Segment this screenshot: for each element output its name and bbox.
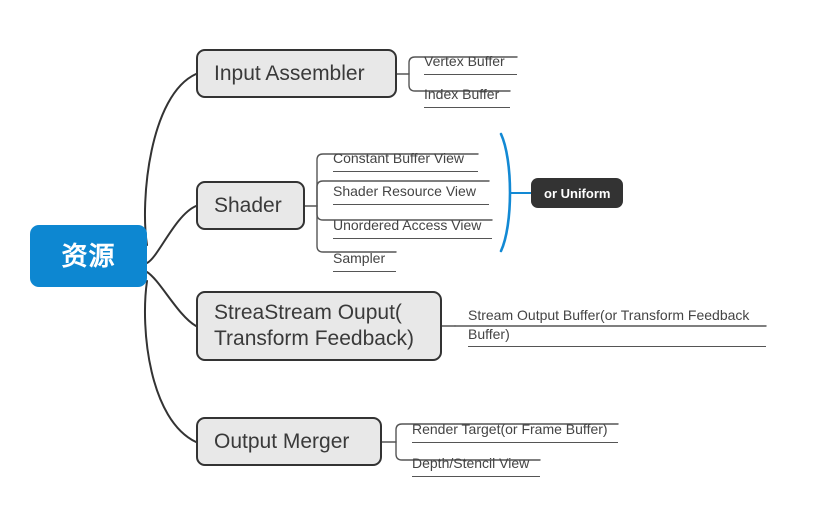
leaf-label-constant-buffer-view: Constant Buffer View: [333, 150, 465, 167]
leaf-underline: [333, 203, 489, 205]
leaf-label-unordered-access-view: Unordered Access View: [333, 217, 482, 234]
leaf-depth-stencil-view[interactable]: Depth/Stencil View: [412, 436, 552, 498]
wire-root-to-input-assembler: [143, 73, 197, 246]
leaf-sampler[interactable]: Sampler: [333, 231, 433, 293]
leaf-underline: [424, 73, 517, 75]
root-node-label: 资源: [61, 241, 116, 271]
leaf-underline: [468, 346, 766, 348]
leaf-underline: [333, 270, 396, 272]
leaf-render-target[interactable]: Render Target(or Frame Buffer): [412, 402, 627, 464]
branch-node-input-assembler[interactable]: Input Assembler: [196, 49, 397, 98]
branch-label-input-assembler: Input Assembler: [214, 61, 365, 85]
branch-node-shader[interactable]: Shader: [196, 181, 305, 230]
wire-root-to-shader: [146, 205, 197, 264]
wire-root-to-stream: [146, 271, 197, 327]
leaf-stream-output-buffer[interactable]: Stream Output Buffer(or Transform Feedba…: [468, 288, 768, 369]
leaf-underline: [412, 475, 540, 477]
leaf-label-index-buffer: Index Buffer: [424, 86, 500, 103]
branch-node-streastream-ouput[interactable]: StreaStream Ouput( Transform Feedback): [196, 291, 442, 361]
leaf-underline: [424, 106, 510, 108]
leaf-shader-resource-view[interactable]: Shader Resource View: [333, 164, 498, 226]
leaf-vertex-buffer[interactable]: Vertex Buffer: [424, 34, 524, 96]
leaf-label-render-target: Render Target(or Frame Buffer): [412, 421, 608, 438]
branch-label-streastream-ouput: StreaStream Ouput( Transform Feedback): [214, 301, 414, 350]
branch-node-output-merger[interactable]: Output Merger: [196, 417, 382, 466]
annotation-badge-label: or Uniform: [544, 185, 611, 201]
leaf-underline: [333, 170, 478, 172]
leaf-underline: [412, 441, 618, 443]
leaf-label-vertex-buffer: Vertex Buffer: [424, 53, 505, 70]
branch-label-shader: Shader: [214, 193, 282, 217]
leaf-index-buffer[interactable]: Index Buffer: [424, 67, 524, 129]
leaf-label-depth-stencil-view: Depth/Stencil View: [412, 455, 530, 472]
root-node[interactable]: 资源: [30, 225, 147, 287]
leaf-label-stream-output-buffer: Stream Output Buffer(or Transform Feedba…: [468, 307, 750, 342]
wire-root-to-output-merger: [144, 280, 197, 443]
leaf-label-shader-resource-view: Shader Resource View: [333, 183, 476, 200]
leaf-unordered-access-view[interactable]: Unordered Access View: [333, 198, 503, 260]
leaf-underline: [333, 237, 492, 239]
leaf-constant-buffer-view[interactable]: Constant Buffer View: [333, 131, 493, 193]
leaf-label-sampler: Sampler: [333, 250, 386, 267]
annotation-badge-or-uniform[interactable]: or Uniform: [531, 178, 624, 208]
branch-label-output-merger: Output Merger: [214, 429, 350, 453]
